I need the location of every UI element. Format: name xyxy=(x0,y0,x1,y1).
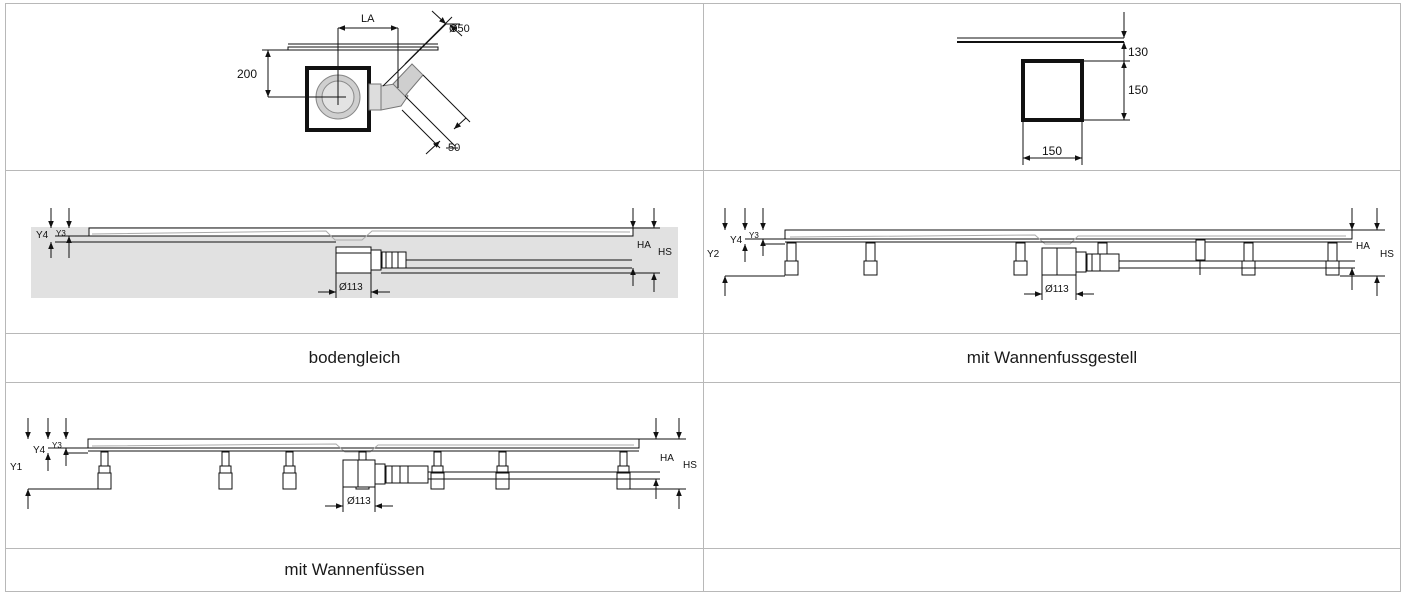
dim-d50: Ø50 xyxy=(449,23,470,35)
floor-ha: HA xyxy=(637,240,651,251)
floor-d113: Ø113 xyxy=(339,282,363,293)
frame-ha: HA xyxy=(1356,241,1370,252)
dim-150-h: 150 xyxy=(1042,144,1062,158)
feet-d113: Ø113 xyxy=(347,496,371,507)
floor-y3: Y3 xyxy=(56,229,66,238)
grate-top-view xyxy=(957,12,1130,165)
frame-y3: Y3 xyxy=(749,231,759,240)
cell-top-view-grate xyxy=(703,3,1401,171)
frame-d113: Ø113 xyxy=(1045,284,1069,295)
dim-50: 50 xyxy=(448,142,460,154)
feet-y3: Y3 xyxy=(52,441,62,450)
feet-hs: HS xyxy=(683,460,697,471)
dim-200: 200 xyxy=(237,67,257,81)
floor-hs: HS xyxy=(658,247,672,258)
dim-la: LA xyxy=(361,13,375,25)
dim-130: 130 xyxy=(1128,45,1148,59)
caption-feet: mit Wannenfüssen xyxy=(5,548,704,592)
feet-side-view xyxy=(25,418,686,512)
frame-y2: Y2 xyxy=(707,249,720,260)
drain-top-view xyxy=(262,10,471,155)
feet-y4: Y4 xyxy=(33,445,46,456)
caption-floor: bodengleich xyxy=(5,333,704,383)
frame-hs: HS xyxy=(1380,249,1394,260)
frame-y4: Y4 xyxy=(730,235,743,246)
feet-y1: Y1 xyxy=(10,462,23,473)
cell-empty-1 xyxy=(703,382,1401,549)
dim-150-v: 150 xyxy=(1128,83,1148,97)
frame-side-view xyxy=(722,208,1385,300)
floor-y4: Y4 xyxy=(36,230,49,241)
caption-frame: mit Wannenfussgestell xyxy=(703,333,1401,383)
feet-ha: HA xyxy=(660,453,674,464)
floor-side-view xyxy=(31,208,678,298)
